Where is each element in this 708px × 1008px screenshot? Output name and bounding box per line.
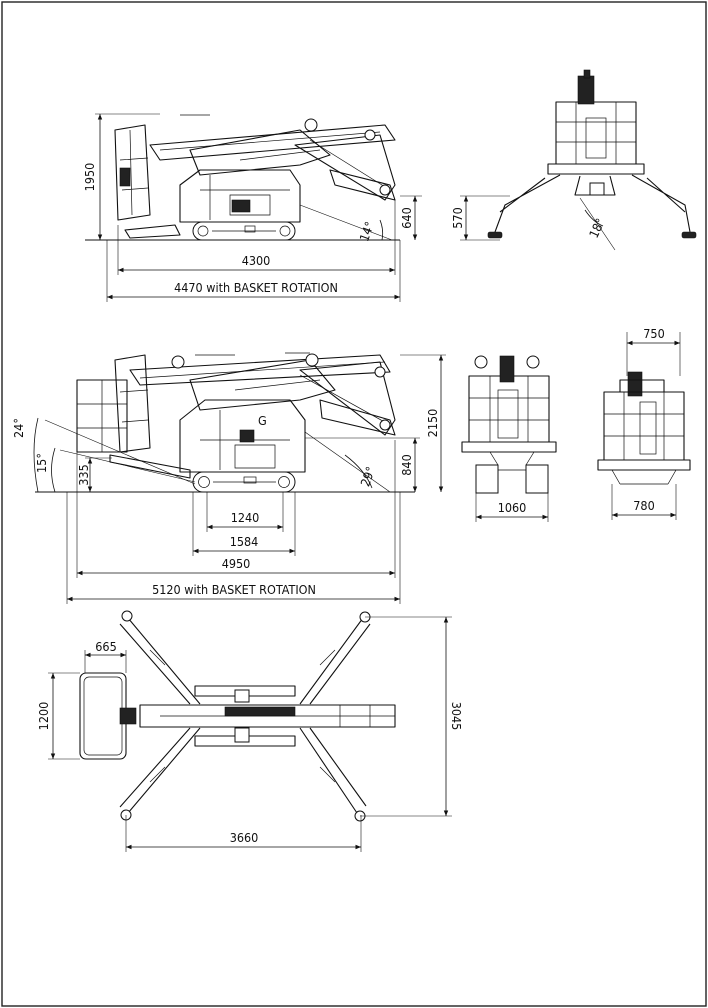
basket-view: 750 780 xyxy=(597,326,691,520)
dim-working-angle-3: 29° xyxy=(357,465,378,489)
dim-top-span-x: 3660 xyxy=(230,830,259,845)
machine-outline-rear xyxy=(487,69,697,239)
side-view-working: G 2150 840 29° xyxy=(11,352,446,604)
dim-working-height: 2150 xyxy=(425,409,440,438)
dim-working-track-length: 1240 xyxy=(231,510,260,525)
machine-outline-front xyxy=(461,355,557,494)
front-view: 1060 xyxy=(461,355,557,522)
dim-stowed-track-height: 640 xyxy=(399,207,414,228)
dim-rear-angle: 18° xyxy=(586,216,608,240)
dim-stowed-angle: 14° xyxy=(356,220,377,244)
machine-outline-working: G xyxy=(35,352,415,493)
dim-working-clearance: 335 xyxy=(76,464,91,485)
dim-working-track-height: 840 xyxy=(399,454,414,475)
dim-front-width: 1060 xyxy=(498,500,527,515)
top-view: 665 1200 3660 3045 xyxy=(36,610,464,852)
dim-working-length-rotation: 5120 with BASKET ROTATION xyxy=(152,582,316,597)
machine-outline-stowed xyxy=(85,114,400,241)
dim-working-angle-1: 24° xyxy=(11,418,26,438)
dim-working-length: 4950 xyxy=(222,556,251,571)
dim-working-angle-2: 15° xyxy=(34,453,49,473)
dim-stowed-length-rotation: 4470 with BASKET ROTATION xyxy=(174,280,338,295)
dim-basket-bottom-width: 780 xyxy=(633,498,654,513)
dim-basket-top-width: 750 xyxy=(643,326,664,341)
dim-working-track-outer: 1584 xyxy=(230,534,259,549)
dim-stowed-height: 1950 xyxy=(82,163,97,192)
dim-top-basket-depth: 665 xyxy=(95,639,116,654)
rear-view-stowed: 570 18° xyxy=(450,69,697,251)
machine-outline-basket xyxy=(597,371,691,485)
side-view-stowed: 1950 640 14° 4300 4470 with BASKET ROTAT… xyxy=(82,113,422,302)
dim-rear-height: 570 xyxy=(450,207,465,228)
dim-top-span-y: 3045 xyxy=(449,702,464,731)
machine-outline-top xyxy=(79,610,396,822)
basket-marker: G xyxy=(258,413,267,428)
dim-top-basket-width: 1200 xyxy=(36,702,51,731)
dim-stowed-length: 4300 xyxy=(242,253,271,268)
